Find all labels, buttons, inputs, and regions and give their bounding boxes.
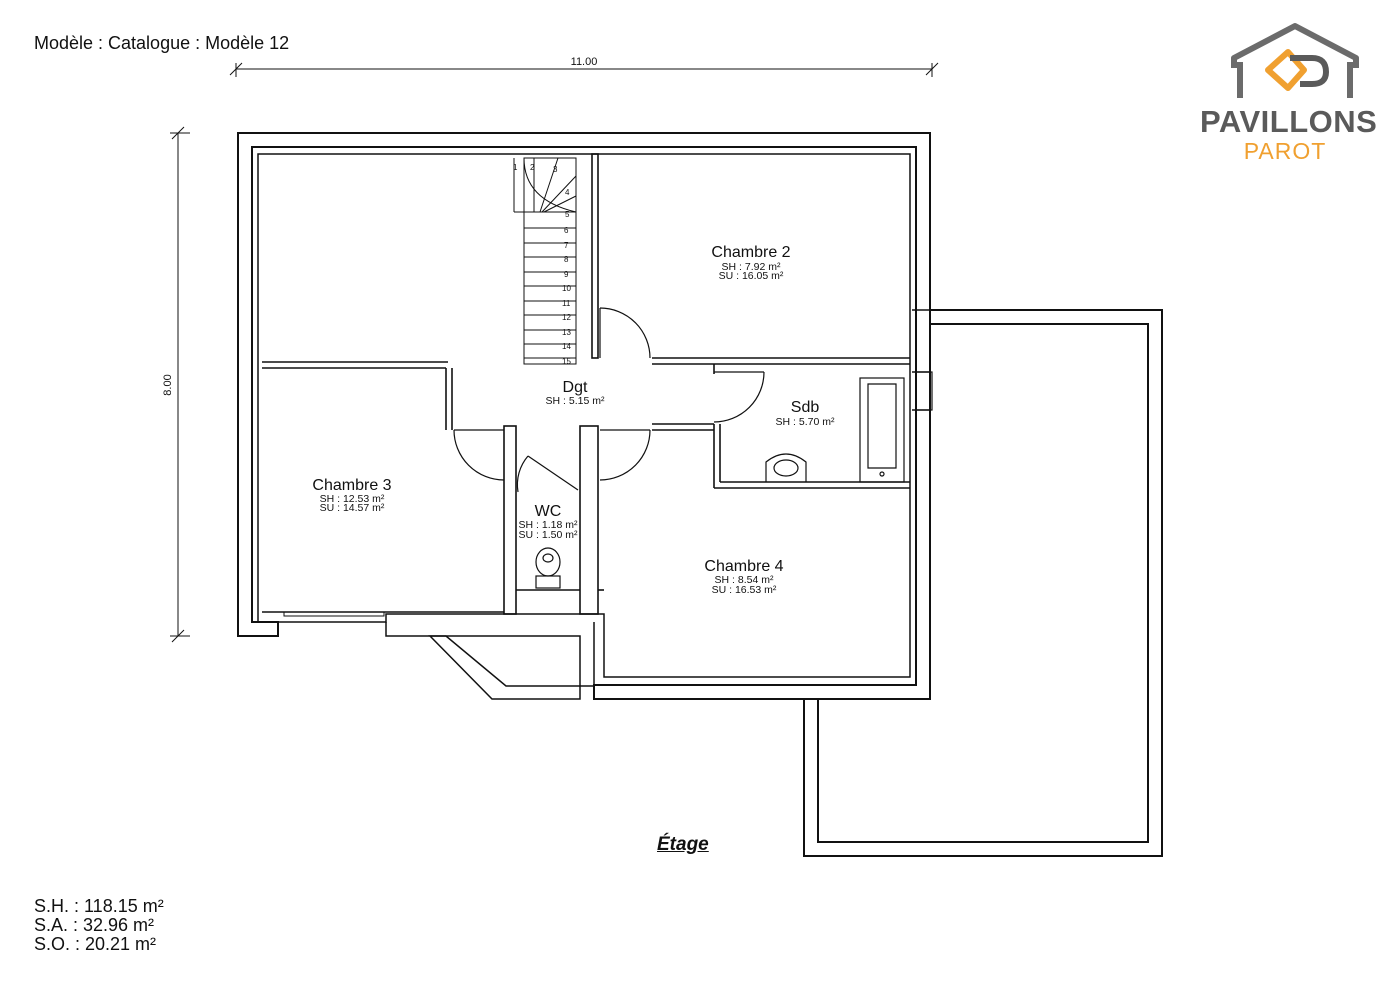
room-name: Sdb xyxy=(791,399,820,416)
step-label: 2 xyxy=(530,163,535,172)
room-sh: SH : 5.15 m² xyxy=(546,395,605,407)
room-name: Chambre 3 xyxy=(312,477,391,494)
width-label: 11.00 xyxy=(571,56,598,68)
window-frame xyxy=(915,371,933,411)
step-label: 4 xyxy=(565,188,570,197)
room-name: Chambre 4 xyxy=(704,558,783,575)
toilet-icon xyxy=(535,547,561,589)
room-wc: WC SH : 1.18 m² SU : 1.50 m² xyxy=(519,503,578,541)
step-label: 9 xyxy=(564,270,569,279)
model-title: Modèle : Catalogue : Modèle 12 xyxy=(34,33,290,53)
room-name: Chambre 2 xyxy=(711,244,790,261)
room-su: SU : 16.53 m² xyxy=(712,584,777,596)
step-label: 6 xyxy=(564,226,569,235)
bathtub-icon xyxy=(859,377,905,483)
floor-caption: Étage xyxy=(657,834,709,855)
room-chambre-2: Chambre 2 SH : 7.92 m² SU : 16.05 m² xyxy=(711,244,790,282)
room-sh: SH : 7.92 m² xyxy=(722,261,781,273)
outer-wall-inner xyxy=(257,153,911,678)
step-label: 1 xyxy=(513,163,518,172)
doors xyxy=(283,307,765,617)
room-su: SU : 1.50 m² xyxy=(519,529,578,541)
total-sa: S.A. : 32.96 m² xyxy=(34,915,155,935)
room-su: SU : 14.57 m² xyxy=(320,502,385,514)
height-label: 8.00 xyxy=(162,374,174,395)
step-label: 15 xyxy=(562,357,571,366)
total-sh: S.H. : 118.15 m² xyxy=(34,896,164,916)
room-chambre-4: Chambre 4 SH : 8.54 m² SU : 16.53 m² xyxy=(704,558,783,596)
house-logo-icon xyxy=(1231,23,1359,98)
terrace xyxy=(803,309,1163,857)
outer-wall xyxy=(237,132,931,700)
room-chambre-3: Chambre 3 SH : 12.53 m² SU : 14.57 m² xyxy=(312,477,391,514)
step-label: 13 xyxy=(562,328,571,337)
step-label: 8 xyxy=(564,255,569,264)
brand-sub: PAROT xyxy=(1243,138,1327,164)
step-label: 5 xyxy=(565,210,570,219)
room-name: Dgt xyxy=(563,379,588,396)
room-sdb: Sdb SH : 5.70 m² xyxy=(776,399,835,428)
width-dimension xyxy=(229,62,939,77)
room-sh: SH : 5.70 m² xyxy=(776,416,835,428)
room-sh: SH : 8.54 m² xyxy=(715,574,774,586)
room-dgt: Dgt SH : 5.15 m² xyxy=(546,379,605,407)
sink-icon xyxy=(765,453,807,482)
staircase xyxy=(513,157,577,365)
balcony-lower xyxy=(428,635,581,700)
step-label: 14 xyxy=(562,342,571,351)
height-dimension xyxy=(170,126,190,643)
step-label: 10 xyxy=(562,284,571,293)
room-name: WC xyxy=(535,503,562,520)
interior-walls xyxy=(262,153,910,615)
stair-numbers: 1 2 3 4 5 6 7 8 9 10 11 12 13 14 15 xyxy=(513,163,571,366)
lower-wall xyxy=(385,622,595,687)
step-label: 7 xyxy=(564,241,569,250)
step-label: 11 xyxy=(562,299,571,308)
step-label: 3 xyxy=(553,165,558,174)
room-su: SU : 16.05 m² xyxy=(719,270,784,282)
total-so: S.O. : 20.21 m² xyxy=(34,934,157,954)
brand-main: PAVILLONS xyxy=(1200,104,1378,139)
room-sh: SH : 12.53 m² xyxy=(320,493,385,505)
company-logo: PAVILLONS PAROT xyxy=(1200,18,1378,168)
surface-totals: S.H. : 118.15 m² S.A. : 32.96 m² S.O. : … xyxy=(34,897,164,954)
step-label: 12 xyxy=(562,313,571,322)
room-sh: SH : 1.18 m² xyxy=(519,519,578,531)
terrace-window xyxy=(912,309,931,411)
